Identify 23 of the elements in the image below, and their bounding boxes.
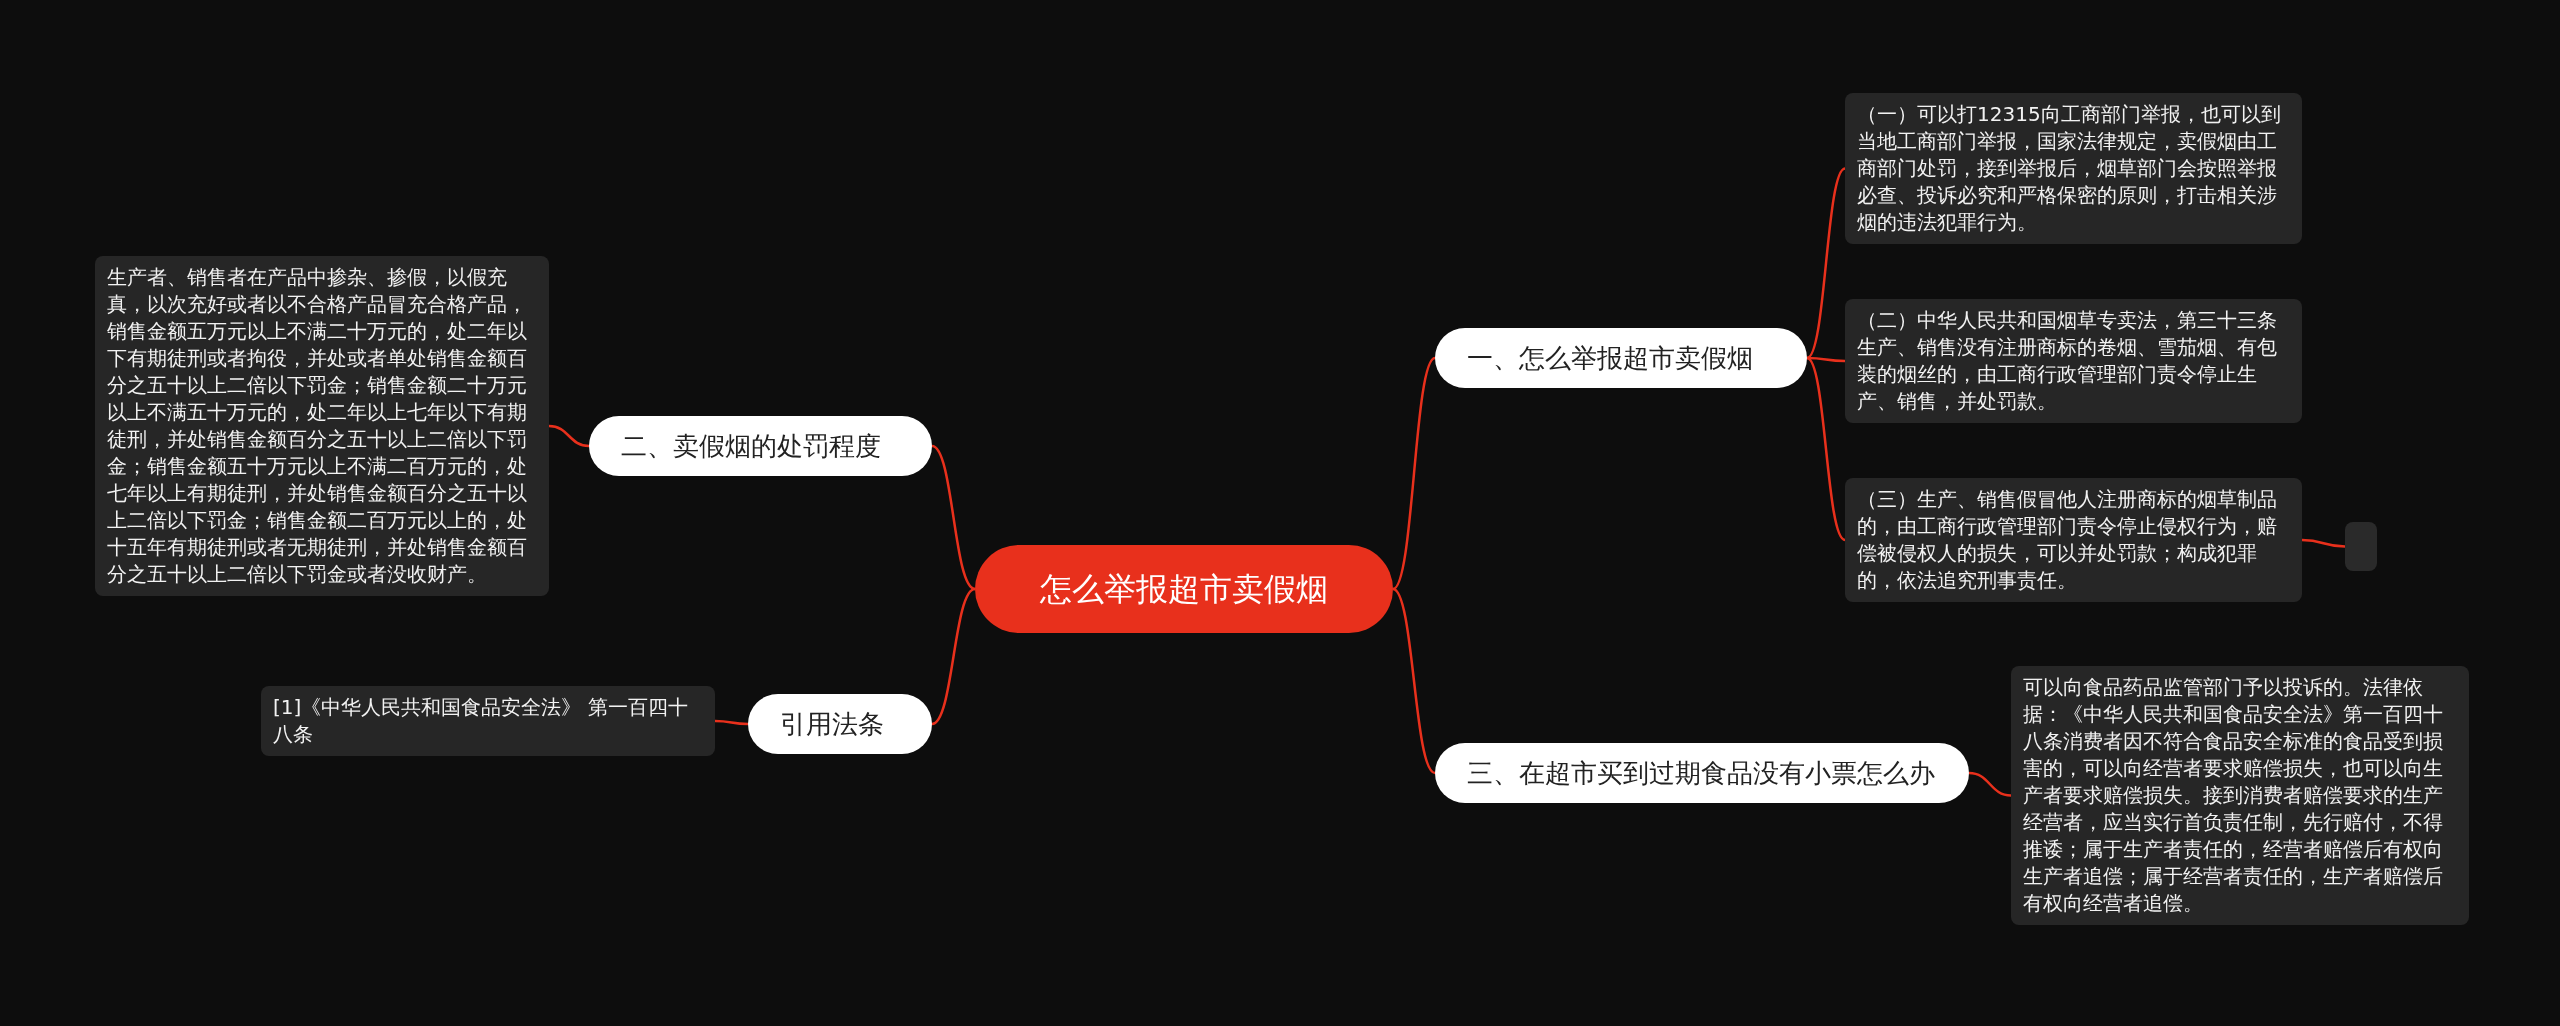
note-card: [1]《中华人民共和国食品安全法》 第一百四十八条 — [261, 686, 715, 756]
note-card: 可以向食品药品监管部门予以投诉的。法律依据：《中华人民共和国食品安全法》第一百四十八条消费者因不符合食品安全标准的食品受到损害的，可以向经营者要求赔偿损失，也可以向生产者要求赔偿损失。接到消费者赔偿要求的生产经营者，应当实行首负责任制，先行赔付，不得推诿；属于生产者责任的，经营者赔偿后有权向生产者追偿；属于经营者责任的，生产者赔偿后有权向经营者追偿。 — [2011, 666, 2469, 925]
connector-line — [1806, 167, 1846, 359]
connector-line — [1392, 588, 1436, 774]
note-card: 生产者、销售者在产品中掺杂、掺假，以假充真，以次充好或者以不合格产品冒充合格产品，销售金额五万元以上不满二十万元的，处二年以下有期徒刑或者拘役，并处或者单处销售金额百分之五十以上二倍以下罚金；销售金额二十万元以上不满五十万元的，处二年以上七年以下有期徒刑，并处销售金额百分之五十以上二倍以下罚金；销售金额五十万元以上不满二百万元的，处七年以上有期徒刑，并处销售金额百分之五十以上二倍以下罚金；销售金额二百万元以上的，处十五年有期徒刑或者无期徒刑，并处销售金额百分之五十以上二倍以下罚金或者没收财产。 — [95, 256, 549, 596]
connector-line — [931, 587, 976, 726]
connector-line — [1806, 357, 1846, 541]
connector-line — [1807, 356, 1845, 363]
connector-line — [1392, 357, 1436, 590]
note-card: （一）可以打12315向工商部门举报，也可以到当地工商部门举报，国家法律规定，卖假烟由工商部门处罚，接到举报后，烟草部门会按照举报必查、投诉必究和严格保密的原则，打击相关涉烟的违法犯罪行为。 — [1845, 93, 2302, 244]
note-card: （二）中华人民共和国烟草专卖法，第三十三条生产、销售没有注册商标的卷烟、雪茄烟、有包装的烟丝的，由工商行政管理部门责令停止生产、销售，并处罚款。 — [1845, 299, 2302, 423]
topic-pill: 三、在超市买到过期食品没有小票怎么办 — [1435, 743, 1969, 803]
topic-pill: 一、怎么举报超市卖假烟 — [1435, 328, 1807, 388]
topic-pill: 二、卖假烟的处罚程度 — [589, 416, 932, 476]
empty-card — [2345, 522, 2377, 571]
connector-line — [548, 424, 590, 448]
note-card: （三）生产、销售假冒他人注册商标的烟草制品的，由工商行政管理部门责令停止侵权行为，赔偿被侵权人的损失，可以并处罚款；构成犯罪的，依法追究刑事责任。 — [1845, 478, 2302, 602]
connector-line — [715, 719, 748, 726]
connector-line — [1968, 771, 2012, 797]
connector-line — [931, 444, 976, 591]
topic-pill: 引用法条 — [748, 694, 932, 754]
central-topic: 怎么举报超市卖假烟 — [975, 545, 1393, 633]
connector-line — [2301, 538, 2346, 548]
